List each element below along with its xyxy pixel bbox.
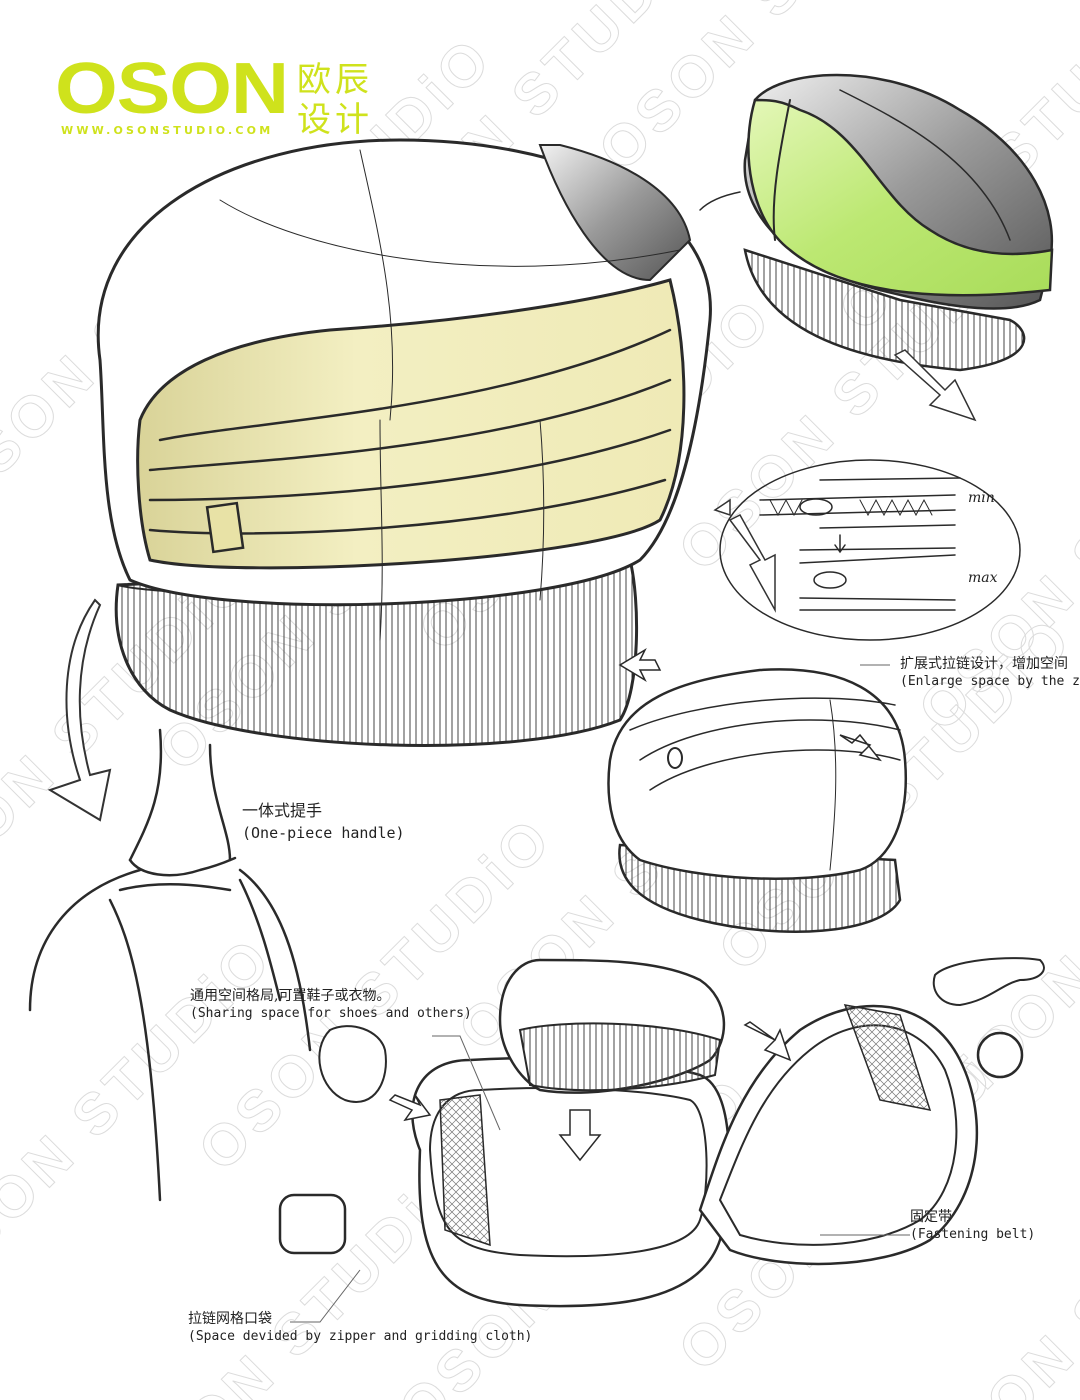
annotation-belt-cn: 固定带 (910, 1209, 952, 1225)
zipper-max-label: max (968, 570, 998, 586)
arrow-icon (893, 349, 977, 422)
annotation-belt: 固定带 (Fastening belt) (910, 1208, 1035, 1244)
zipper-min-label: min (968, 490, 995, 506)
expanded-bag-sketch (607, 648, 907, 933)
annotation-pocket-cn: 拉链网格口袋 (188, 1311, 272, 1327)
arrow-icon (713, 498, 731, 517)
zipper-detail-sketch (719, 459, 1021, 641)
annotation-pocket-en: (Space devided by zipper and gridding cl… (188, 1329, 533, 1344)
annotation-zipper: 扩展式拉链设计，增加空间 (Enlarge space by the z (900, 655, 1080, 691)
annotation-sharing-cn: 通用空间格局,可置鞋子或衣物。 (190, 988, 391, 1004)
annotation-handle-cn: 一体式提手 (242, 801, 323, 820)
annotation-belt-en: (Fastening belt) (910, 1227, 1036, 1242)
arrow-icon (728, 514, 776, 613)
logo-url: WWW.OSONSTUDIO.COM (61, 124, 274, 137)
annotation-zipper-cn: 扩展式拉链设计，增加空间 (900, 656, 1068, 672)
annotation-sharing-en: (Sharing space for shoes and others) (190, 1006, 472, 1021)
annotation-handle-en: (One-piece handle) (242, 824, 405, 842)
annotation-handle: 一体式提手 (One-piece handle) (242, 800, 405, 844)
hand-holding-handle-sketch (28, 728, 312, 1202)
logo-chinese: 欧辰设计 (297, 60, 373, 140)
brand-logo: OSON WWW.OSONSTUDIO.COM 欧辰设计 (55, 53, 369, 140)
annotation-sharing: 通用空间格局,可置鞋子或衣物。 (Sharing space for shoes… (190, 987, 472, 1023)
green-bag-sketch (699, 73, 1054, 372)
open-bag-sketch (278, 957, 1045, 1308)
logo-wordmark: OSON (55, 49, 289, 129)
callout-leaders (290, 664, 910, 1323)
annotation-pocket: 拉链网格口袋 (Space devided by zipper and grid… (188, 1310, 532, 1346)
annotation-zipper-en: (Enlarge space by the z (900, 674, 1080, 689)
main-bag-sketch (96, 138, 712, 747)
arrow-icon (47, 598, 112, 822)
